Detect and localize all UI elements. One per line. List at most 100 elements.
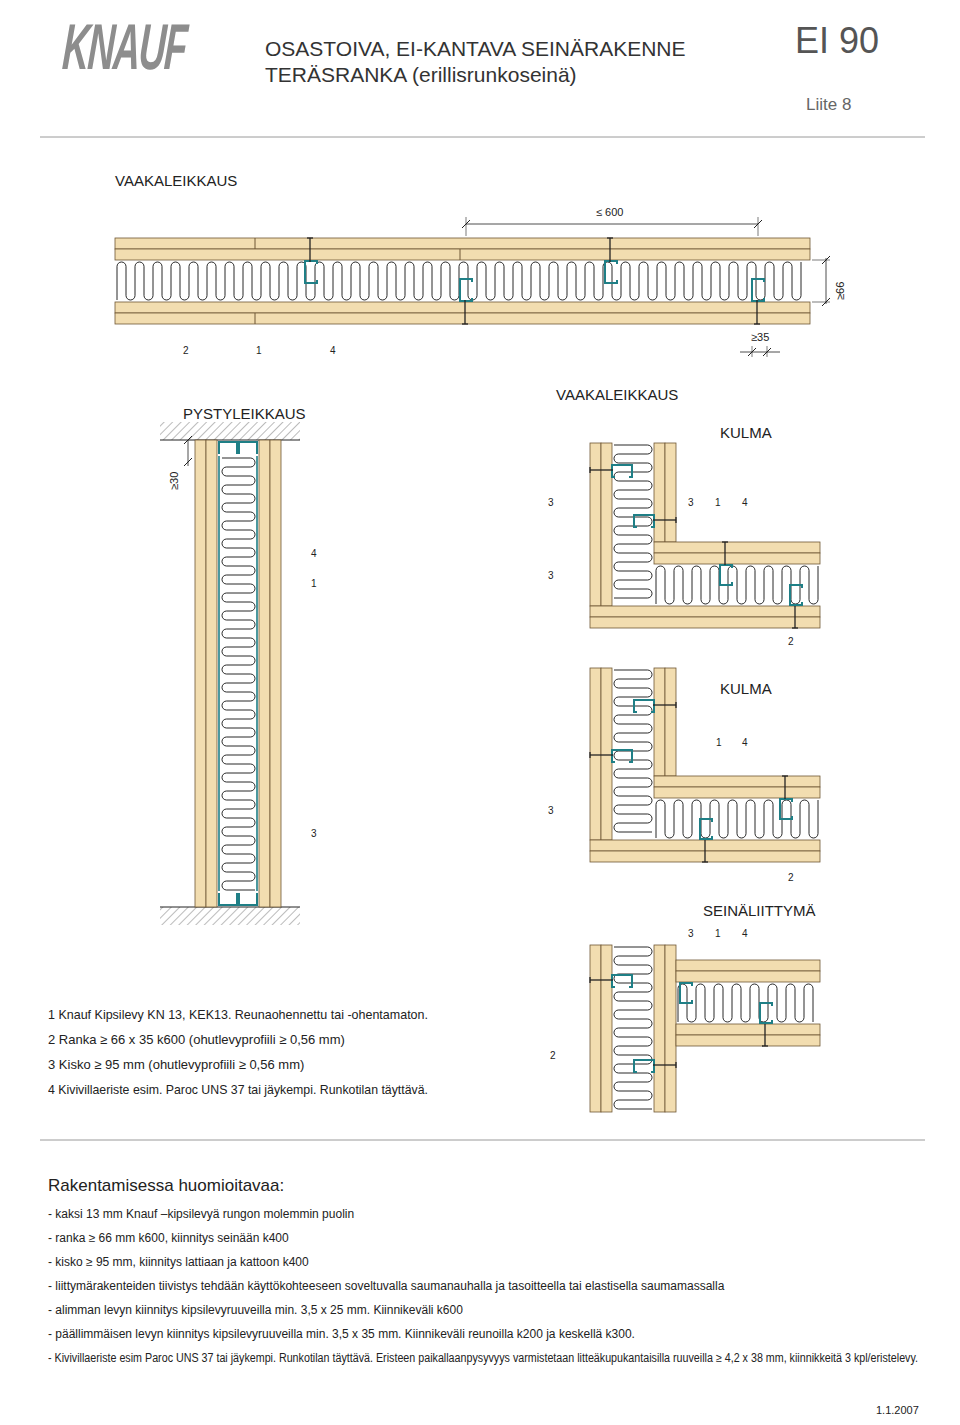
- screw: [764, 1024, 765, 1046]
- screw: [794, 606, 795, 628]
- screw-head: [607, 237, 613, 238]
- screw: [464, 300, 465, 324]
- section-heading: VAAKALEIKKAUS: [556, 386, 678, 403]
- dimension-tick: [184, 458, 192, 466]
- notes-rule: [40, 1140, 925, 1141]
- mineral-wool: [656, 566, 818, 604]
- mineral-wool: [222, 458, 255, 890]
- gypsum-board: [676, 960, 820, 971]
- gypsum-board: [206, 440, 217, 907]
- callout-number: 1: [311, 578, 317, 590]
- steel-stud: [790, 585, 802, 605]
- board-layer: [115, 238, 820, 1112]
- gypsum-board: [270, 440, 281, 907]
- gypsum-board: [115, 302, 810, 313]
- callout-number: 1: [716, 737, 722, 749]
- gypsum-board: [654, 787, 820, 798]
- callout-number: 4: [330, 345, 336, 357]
- screw-head: [589, 977, 590, 983]
- screw-head: [762, 1045, 768, 1046]
- screw-head: [702, 861, 708, 862]
- steel-track: [219, 442, 237, 454]
- steel-stud: [780, 799, 792, 819]
- steel-stud: [612, 465, 632, 477]
- note-line: - päällimmäisen levyn kiinnitys kipsilev…: [48, 1328, 635, 1342]
- date-stamp: 1.1.2007: [876, 1404, 919, 1417]
- gypsum-board: [195, 440, 206, 907]
- gypsum-board: [654, 443, 665, 542]
- callout-number: 4: [742, 737, 748, 749]
- callout-number: 3: [548, 497, 554, 509]
- steel-track: [219, 893, 237, 905]
- steel-stud: [700, 819, 712, 839]
- steel-stud-flange: [218, 456, 220, 891]
- extension-line: [812, 260, 830, 261]
- extension-line: [466, 217, 467, 236]
- steel-track: [239, 442, 257, 454]
- dimension-line: [466, 224, 758, 225]
- notes-heading: Rakentamisessa huomioitavaa:: [48, 1176, 284, 1196]
- screw: [609, 238, 610, 262]
- dimension-line: [740, 352, 780, 353]
- dimension-tick: [184, 436, 192, 444]
- callout-number: 1: [256, 345, 262, 357]
- gypsum-board: [590, 668, 601, 840]
- callout-number: 2: [788, 872, 794, 884]
- concrete-slab: [160, 422, 300, 440]
- slab-layer: [160, 422, 300, 925]
- screw-head: [722, 541, 728, 542]
- gypsum-board: [676, 1035, 820, 1046]
- parts-key: 3 Kisko ≥ 95 mm (ohutlevyprofiili ≥ 0,56…: [48, 1058, 304, 1073]
- note-line: - alimman levyn kiinnitys kipsilevyruuve…: [48, 1304, 463, 1318]
- screw-head: [792, 627, 798, 628]
- screw: [784, 776, 785, 799]
- steel-stud: [605, 261, 617, 283]
- gypsum-board: [590, 606, 820, 617]
- section-heading: PYSTYLEIKKAUS: [183, 405, 306, 422]
- gypsum-board: [676, 971, 820, 982]
- note-line: - kaksi 13 mm Knauf –kipsilevyä rungon m…: [48, 1208, 354, 1222]
- callout-number: 4: [311, 548, 317, 560]
- gypsum-board: [654, 668, 665, 776]
- steel-stud: [720, 565, 732, 585]
- dimension-line: [826, 258, 827, 304]
- gypsum-board: [665, 945, 676, 1112]
- page-title: OSASTOIVA, EI-KANTAVA SEINÄRAKENNE TERÄS…: [265, 36, 695, 87]
- mineral-wool: [678, 984, 813, 1022]
- gypsum-board: [590, 945, 601, 1112]
- gypsum-board: [115, 238, 810, 249]
- screw: [653, 1064, 676, 1065]
- gypsum-board: [676, 1024, 820, 1035]
- screw-head: [675, 702, 676, 708]
- mineral-wool: [614, 947, 652, 1109]
- steel-stud: [634, 1060, 654, 1072]
- board-joint: [255, 238, 256, 249]
- section-heading: KULMA: [720, 680, 772, 697]
- extension-line: [812, 302, 830, 303]
- section-heading: KULMA: [720, 424, 772, 441]
- annotation-layer: [184, 217, 830, 466]
- dimension-label: ≥35: [751, 331, 769, 344]
- steel-stud: [305, 261, 317, 283]
- extension-line: [752, 346, 753, 357]
- steel-stud: [760, 1003, 772, 1023]
- parts-key: 2 Ranka ≥ 66 x 35 k600 (ohutlevyprofiili…: [48, 1033, 345, 1048]
- screw: [653, 704, 676, 705]
- dimension-label: ≥30: [168, 472, 181, 490]
- screw: [653, 519, 676, 520]
- callout-number: 3: [688, 928, 694, 940]
- mineral-wool: [117, 262, 801, 300]
- gypsum-board: [115, 313, 810, 324]
- screw-head: [307, 237, 313, 238]
- gypsum-board: [590, 443, 601, 606]
- screw: [724, 542, 725, 565]
- gypsum-board: [601, 668, 612, 840]
- appendix-number: Liite 8: [806, 95, 851, 115]
- callout-number: 1: [715, 928, 721, 940]
- steel-stud: [612, 975, 632, 987]
- screw-head: [589, 467, 590, 473]
- callout-number: 4: [742, 928, 748, 940]
- gypsum-board: [590, 617, 820, 628]
- screw: [590, 754, 613, 755]
